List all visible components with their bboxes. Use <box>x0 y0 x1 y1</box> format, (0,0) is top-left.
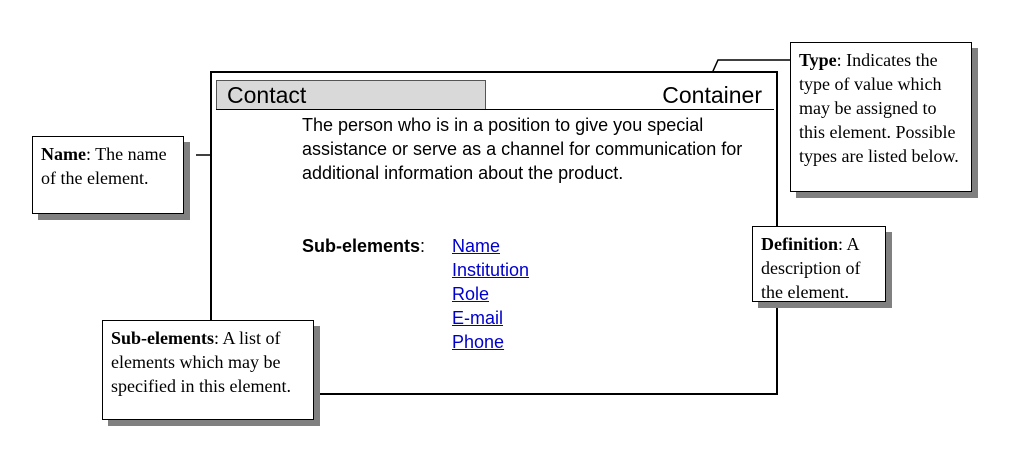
definition-callout: Definition: A description of the element… <box>752 226 886 302</box>
sub-element-link-email[interactable]: E-mail <box>452 308 504 328</box>
sub-elements-list: Name Institution Role E-mail Phone <box>452 234 529 354</box>
element-name: Contact <box>227 82 307 108</box>
name-callout: Name: The name of the element. <box>32 136 184 214</box>
element-name-header <box>216 80 486 110</box>
callout-term: Definition <box>761 234 839 254</box>
list-item: Role <box>452 282 529 306</box>
header-divider <box>216 109 774 110</box>
sub-element-link-institution[interactable]: Institution <box>452 260 530 280</box>
callout-text: : A list of elements which may be specif… <box>111 328 291 396</box>
sub-element-link-name[interactable]: Name <box>452 236 501 256</box>
callout-term: Type <box>799 50 837 70</box>
list-item: Phone <box>452 330 529 354</box>
sub-elements-separator: : <box>420 236 426 256</box>
sub-elements-callout: Sub-elements: A list of elements which m… <box>102 320 314 420</box>
list-item: E-mail <box>452 306 529 330</box>
callout-text: : A description of the element. <box>761 234 861 302</box>
sub-element-link-role[interactable]: Role <box>452 284 490 304</box>
sub-element-link-phone[interactable]: Phone <box>452 332 505 352</box>
list-item: Name <box>452 234 529 258</box>
callout-text: : The name of the element. <box>41 144 167 188</box>
type-callout: Type: Indicates the type of value which … <box>790 42 972 192</box>
sub-elements-label: Sub-elements: <box>302 234 425 258</box>
sub-elements-label-text: Sub-elements <box>302 236 421 256</box>
callout-term: Name <box>41 144 86 164</box>
list-item: Institution <box>452 258 529 282</box>
element-type: Container <box>662 82 762 108</box>
callout-term: Sub-elements <box>111 328 214 348</box>
element-definition: The person who is in a position to give … <box>302 115 743 183</box>
callout-text: : Indicates the type of value which may … <box>799 50 959 166</box>
